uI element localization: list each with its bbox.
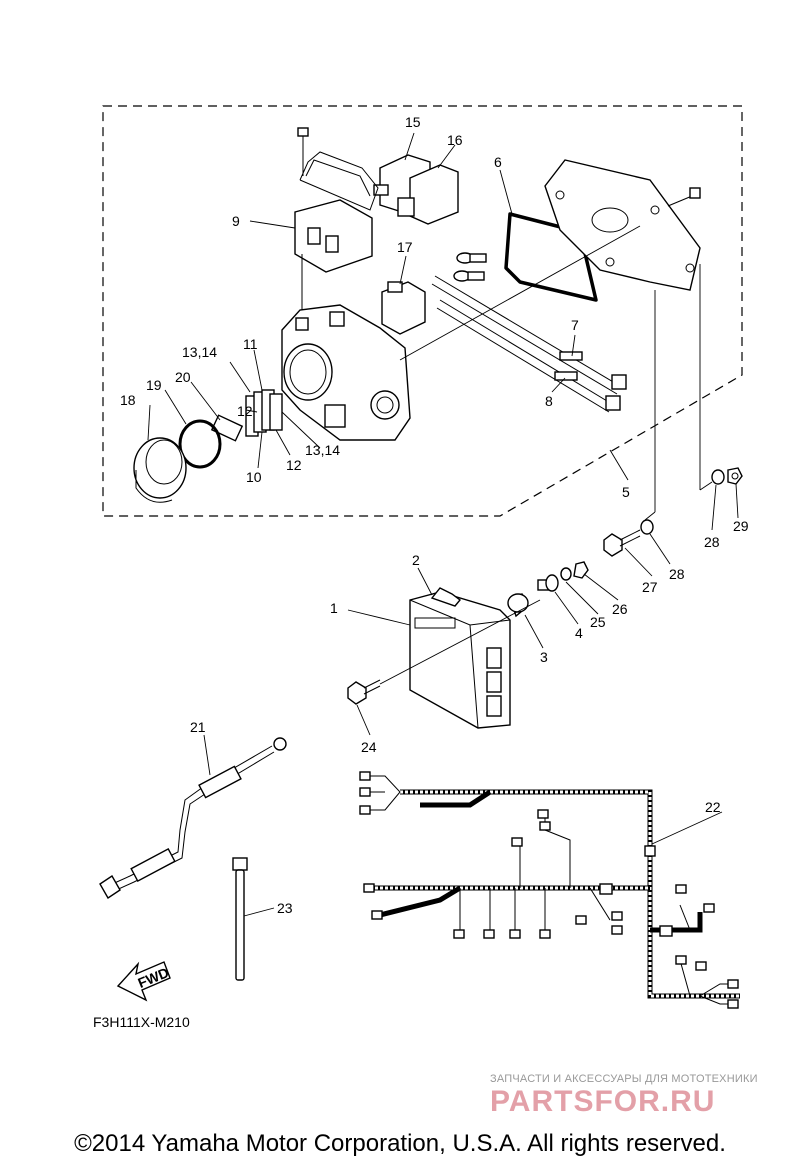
fwd-label: FWD — [136, 964, 172, 991]
callout-23: 23 — [277, 900, 293, 916]
cover-plate — [544, 159, 701, 291]
callout-1: 1 — [330, 600, 338, 616]
ecu-unit — [409, 587, 511, 729]
wire-harness-22 — [359, 771, 740, 1009]
leader-lines-middle — [347, 483, 739, 736]
callout-6: 6 — [494, 154, 502, 170]
callout-17: 17 — [397, 239, 413, 255]
callout-26: 26 — [612, 601, 628, 617]
cover-bolt — [667, 187, 701, 207]
ecu-mounting — [507, 561, 589, 618]
callout-2: 2 — [412, 552, 420, 568]
leader-lines-right — [644, 264, 713, 521]
callout-13-14b: 13,14 — [305, 442, 340, 458]
callout-4: 4 — [575, 625, 583, 641]
callout-9: 9 — [232, 213, 240, 229]
callout-25: 25 — [590, 614, 606, 630]
fwd-arrow: FWD — [116, 961, 172, 1002]
callout-18: 18 — [120, 392, 136, 408]
callout-22: 22 — [705, 799, 721, 815]
copyright-notice: ©2014 Yamaha Motor Corporation, U.S.A. A… — [74, 1130, 726, 1157]
cap-18 — [133, 437, 187, 503]
callout-24: 24 — [361, 739, 377, 755]
callout-28b: 28 — [704, 534, 720, 550]
callout-11: 11 — [243, 336, 258, 352]
hoses-7-8 — [431, 275, 627, 413]
relay-bracket — [297, 127, 379, 211]
connector-block — [245, 389, 283, 437]
callout-29: 29 — [733, 518, 749, 534]
watermark-tagline: ЗАПЧАСТИ И АКСЕССУАРЫ ДЛЯ МОТОТЕХНИКИ — [490, 1073, 758, 1085]
callout-12a: 12 — [237, 403, 253, 419]
relay-16 — [397, 164, 459, 225]
figure-code: F3H111X-M210 — [93, 1014, 190, 1030]
callout-13-14a: 13,14 — [182, 344, 217, 360]
callout-12b: 12 — [286, 457, 302, 473]
callout-16: 16 — [447, 132, 463, 148]
resistor-9 — [294, 199, 373, 320]
hose-fittings — [453, 252, 487, 282]
callout-20: 20 — [175, 369, 191, 385]
washer-nut-upper — [711, 467, 743, 485]
callout-19: 19 — [146, 377, 162, 393]
callout-5: 5 — [622, 484, 630, 500]
callout-8: 8 — [545, 393, 553, 409]
callout-3: 3 — [540, 649, 548, 665]
callout-27: 27 — [642, 579, 658, 595]
oring-19 — [178, 419, 222, 469]
throttle-body — [281, 304, 411, 441]
connector-20 — [210, 414, 244, 442]
sensor-17 — [381, 281, 426, 335]
leader-lines-upper — [147, 132, 641, 481]
cable-tie-23 — [232, 857, 275, 981]
watermark-logo: PARTSFOR.RU — [490, 1085, 716, 1118]
callout-15: 15 — [405, 114, 421, 130]
bolt-27 — [603, 519, 654, 557]
callout-21: 21 — [190, 719, 206, 735]
callout-10: 10 — [246, 469, 262, 485]
callout-28a: 28 — [669, 566, 685, 582]
bolt-24 — [347, 599, 541, 705]
assembly-boundary — [102, 105, 743, 517]
callout-7: 7 — [571, 317, 579, 333]
callout-labels: 1 2 3 4 5 6 7 8 9 10 11 12 12 13,14 13,1… — [120, 114, 749, 916]
cable-21 — [99, 734, 287, 899]
